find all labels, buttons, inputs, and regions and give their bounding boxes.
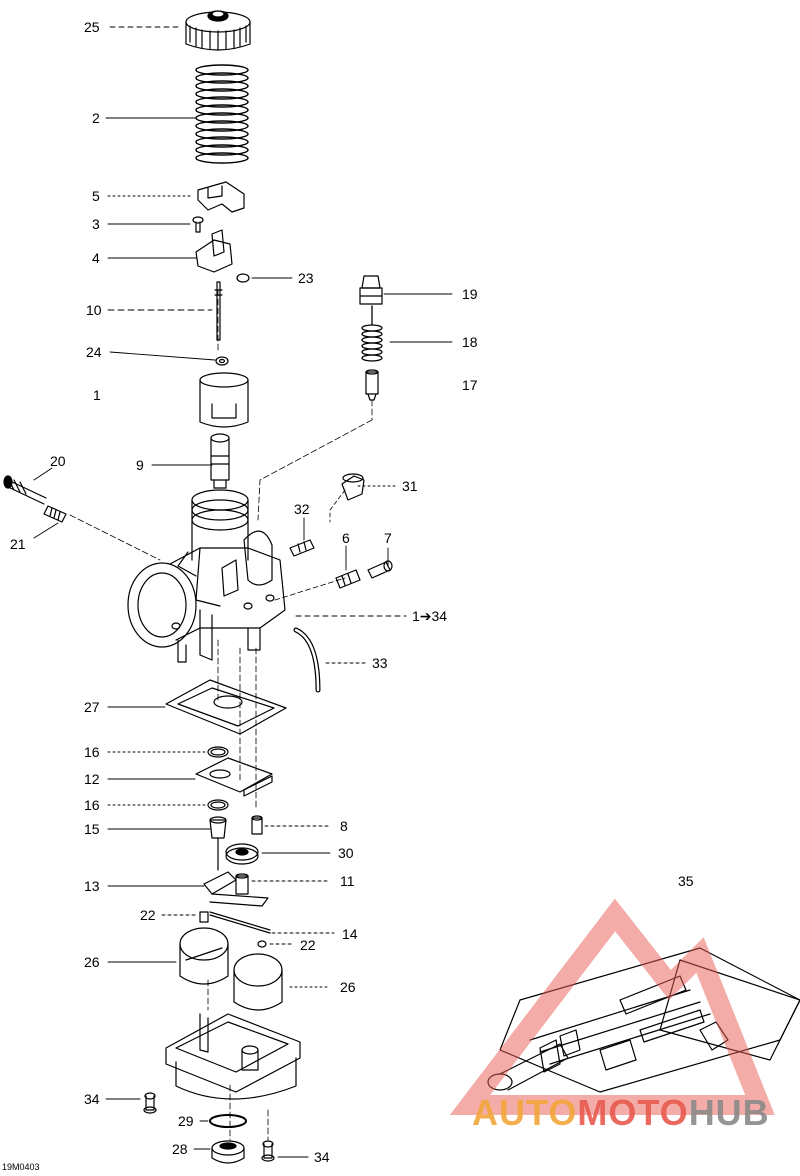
callout-35: 35 (678, 873, 694, 889)
drain-plug-28 (211, 1140, 245, 1164)
callout-21: 21 (10, 536, 26, 552)
hose-33 (293, 627, 321, 693)
callout-16a: 16 (84, 744, 100, 760)
watermark-text: AUTOMOTOHUB (472, 1092, 770, 1134)
callout-4: 4 (92, 250, 100, 266)
callout-13: 13 (84, 878, 100, 894)
callout-7: 7 (384, 530, 392, 546)
callout-16b: 16 (84, 797, 100, 813)
retainer-5 (197, 181, 245, 213)
callout-23: 23 (298, 270, 314, 286)
callout-11: 11 (340, 873, 355, 889)
plate-4 (195, 229, 233, 273)
callout-26a: 26 (84, 954, 100, 970)
callout-24: 24 (86, 344, 102, 360)
spring-21 (43, 505, 67, 523)
screw-3 (192, 216, 204, 233)
o-ring-29 (209, 1114, 247, 1128)
callout-8: 8 (340, 818, 348, 834)
watermark-part-moto: MOTO (577, 1092, 689, 1133)
leader-lines (33, 26, 453, 1158)
callout-3: 3 (92, 216, 100, 232)
carburetor-body (127, 489, 286, 663)
callout-27: 27 (84, 699, 100, 715)
screw-34b (261, 1140, 275, 1162)
spring-2 (195, 64, 249, 164)
callout-34a: 34 (84, 1091, 100, 1107)
o-ring-16a (207, 746, 229, 758)
cap-31 (341, 473, 365, 501)
screw-34a (143, 1092, 157, 1114)
slide-valve (199, 372, 249, 428)
callout-12: 12 (84, 771, 100, 787)
float-26a (179, 927, 229, 985)
reference-code: 19M0403 (2, 1162, 40, 1172)
o-ring-16b (207, 799, 229, 811)
plunger-17 (365, 369, 379, 401)
callout-26b: 26 (340, 979, 356, 995)
callout-32: 32 (294, 501, 310, 517)
callout-29: 29 (178, 1113, 194, 1129)
callout-30: 30 (338, 845, 354, 861)
watermark-part-auto: AUTO (472, 1092, 578, 1133)
plate-12 (195, 757, 273, 797)
spring-18 (361, 305, 383, 362)
callout-22b: 22 (300, 937, 316, 953)
pin-22b (257, 940, 267, 948)
callout-18: 18 (462, 334, 478, 350)
callout-22a: 22 (140, 907, 156, 923)
watermark-part-hub: HUB (688, 1092, 770, 1133)
float-26b (233, 953, 283, 1011)
needle-jet-9 (210, 433, 230, 489)
gasket-27 (165, 679, 287, 735)
callout-1: 1 (93, 387, 101, 403)
callout-19: 19 (462, 286, 478, 302)
cable-adjuster-19 (359, 275, 383, 305)
needle-10 (214, 281, 223, 341)
callout-31: 31 (402, 478, 418, 494)
callout-34b: 34 (314, 1149, 330, 1165)
callout-9: 9 (136, 457, 144, 473)
callout-20: 20 (50, 453, 66, 469)
needle-valve-15 (209, 816, 227, 871)
screw-32 (289, 539, 315, 557)
clip-23 (236, 273, 250, 283)
callout-33: 33 (372, 655, 388, 671)
float-bowl (165, 1013, 301, 1100)
watermark-logo (449, 898, 775, 1115)
jet-holder-30 (225, 843, 259, 865)
callout-6: 6 (342, 530, 350, 546)
callout-28: 28 (172, 1141, 188, 1157)
washer-24 (215, 356, 229, 366)
callout-15: 15 (84, 821, 100, 837)
screw-8 (251, 815, 263, 835)
jet-11 (235, 873, 249, 895)
screw-7 (367, 560, 393, 579)
callout-25: 25 (84, 19, 100, 35)
callout-17: 17 (462, 377, 478, 393)
idle-screw-20 (3, 475, 47, 505)
pin-22a (199, 911, 209, 923)
callout-14: 14 (342, 926, 358, 942)
callout-1-to-34: 1➔34 (412, 608, 448, 624)
top-cap-25 (185, 10, 251, 51)
spring-6 (335, 569, 361, 589)
callout-2: 2 (92, 110, 100, 126)
callout-5: 5 (92, 188, 100, 204)
callout-10: 10 (86, 302, 102, 318)
pin-14 (209, 911, 271, 934)
